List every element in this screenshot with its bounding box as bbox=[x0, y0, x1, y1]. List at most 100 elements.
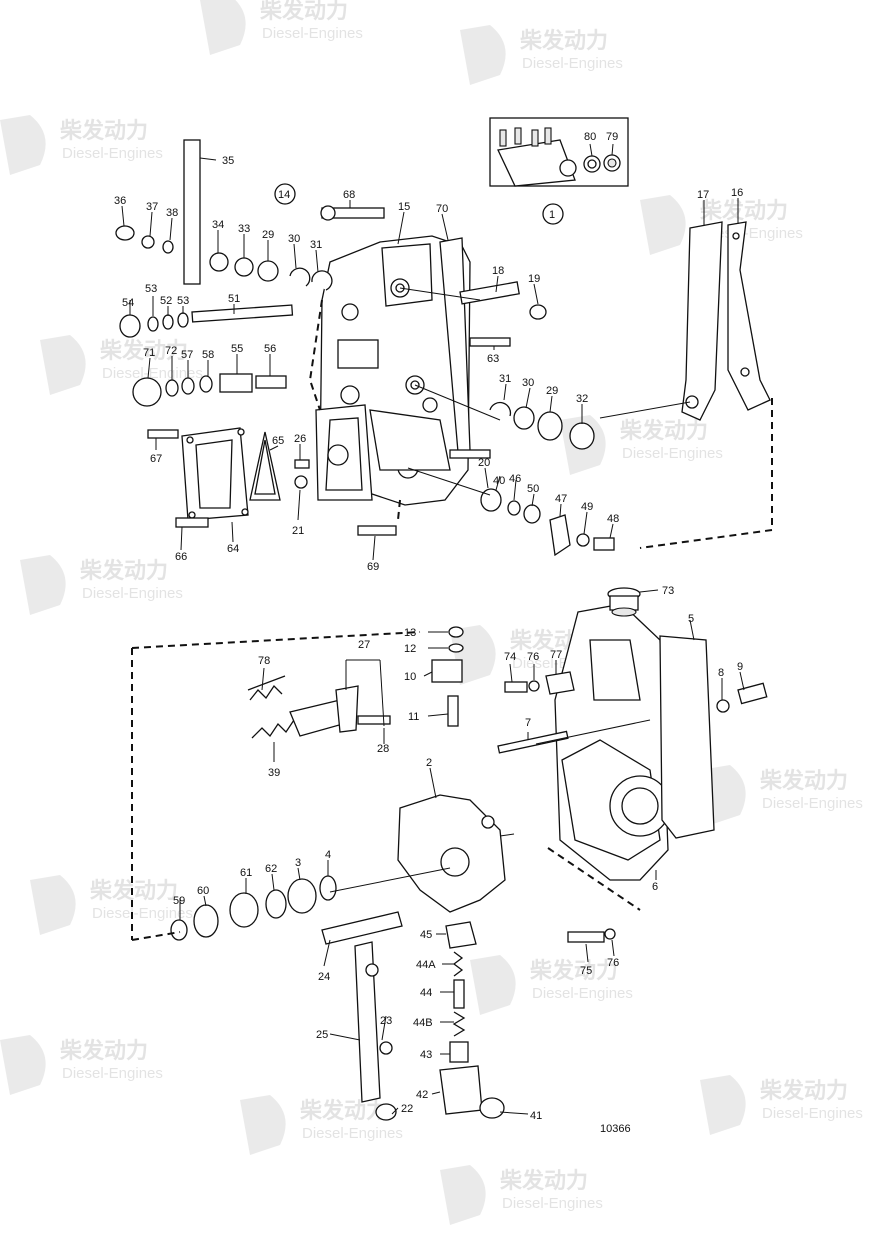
callout: 54 bbox=[122, 297, 134, 309]
governor-housing bbox=[554, 603, 671, 881]
callout: 60 bbox=[197, 885, 209, 897]
watermark-brand: 柴发动力 bbox=[99, 338, 188, 363]
svg-text:14: 14 bbox=[278, 189, 290, 201]
callout: 7 bbox=[525, 717, 531, 729]
callout: 27 bbox=[358, 639, 370, 651]
callout: 2 bbox=[426, 757, 432, 769]
callout: 5 bbox=[688, 613, 694, 625]
callout: 41 bbox=[530, 1110, 542, 1122]
watermark-brand: 柴发动力 bbox=[59, 1038, 148, 1063]
watermark-9: 柴发动力 Diesel-Engines bbox=[700, 765, 863, 825]
watermark-logo-icon bbox=[240, 1095, 286, 1155]
watermark-brand: 柴发动力 bbox=[59, 118, 148, 143]
callout: 48 bbox=[607, 513, 619, 525]
watermark-10: 柴发动力 Diesel-Engines bbox=[30, 875, 193, 935]
group-marker-1: 1 bbox=[542, 203, 564, 225]
callout: 70 bbox=[436, 203, 448, 215]
watermark-logo-icon bbox=[30, 875, 76, 935]
callout: 39 bbox=[268, 767, 280, 779]
callout: 61 bbox=[240, 867, 252, 879]
callout: 33 bbox=[238, 223, 250, 235]
watermark-brand: 柴发动力 bbox=[299, 1098, 388, 1123]
lever-assembly bbox=[681, 221, 771, 421]
callout-labels: 35 36 37 38 34 33 29 30 31 68 15 70 18 1… bbox=[114, 155, 743, 1122]
callout: 17 bbox=[697, 189, 709, 201]
watermark-13: 柴发动力 Diesel-Engines bbox=[240, 1095, 403, 1155]
callout: 28 bbox=[377, 743, 389, 755]
callout: 43 bbox=[420, 1049, 432, 1061]
watermark-logo-icon bbox=[470, 955, 516, 1015]
callout: 30 bbox=[288, 233, 300, 245]
callout: 55 bbox=[231, 343, 243, 355]
callout: 64 bbox=[227, 543, 239, 555]
watermark-brand-en: Diesel-Engines bbox=[62, 145, 163, 162]
watermark-brand-en: Diesel-Engines bbox=[522, 55, 623, 72]
watermark-brand-en: Diesel-Engines bbox=[62, 1065, 163, 1082]
watermark-brand-en: Diesel-Engines bbox=[702, 225, 803, 242]
watermark-12: 柴发动力 Diesel-Engines bbox=[0, 1035, 163, 1095]
watermark-1: 柴发动力 Diesel-Engines bbox=[200, 0, 363, 55]
callout: 44 bbox=[420, 987, 432, 999]
small-parts bbox=[115, 139, 615, 557]
callout: 32 bbox=[576, 393, 588, 405]
callout: 6 bbox=[652, 881, 658, 893]
callout: 29 bbox=[262, 229, 274, 241]
callout: 26 bbox=[294, 433, 306, 445]
callout: 36 bbox=[114, 195, 126, 207]
callout: 10 bbox=[404, 671, 416, 683]
drawing-reference-number: 10366 bbox=[600, 1123, 631, 1135]
watermark-logo-icon bbox=[440, 1165, 486, 1225]
watermark-brand-en: Diesel-Engines bbox=[622, 445, 723, 462]
callout: 8 bbox=[718, 667, 724, 679]
gasket bbox=[249, 431, 281, 501]
callout: 77 bbox=[550, 649, 562, 661]
callout: 35 bbox=[222, 155, 234, 167]
flyweight-carrier bbox=[397, 794, 506, 913]
callout: 12 bbox=[404, 643, 416, 655]
callout: 76 bbox=[527, 651, 539, 663]
watermark-brand: 柴发动力 bbox=[759, 1078, 848, 1103]
watermark-logo-icon bbox=[40, 335, 86, 395]
watermark-brand: 柴发动力 bbox=[759, 768, 848, 793]
inset-detail: 80 79 bbox=[489, 117, 629, 187]
callout: 45 bbox=[420, 929, 432, 941]
group-marker-14: 14 bbox=[274, 183, 296, 205]
callout: 25 bbox=[316, 1029, 328, 1041]
watermark-brand: 柴发动力 bbox=[619, 418, 708, 443]
svg-text:1: 1 bbox=[549, 209, 555, 221]
callout: 53 bbox=[145, 283, 157, 295]
housing-gasket bbox=[659, 635, 715, 839]
callout: 47 bbox=[555, 493, 567, 505]
callout: 57 bbox=[181, 349, 193, 361]
callout: 31 bbox=[499, 373, 511, 385]
callout: 9 bbox=[737, 661, 743, 673]
callout: 3 bbox=[295, 857, 301, 869]
callout: 49 bbox=[581, 501, 593, 513]
callout: 44A bbox=[416, 959, 436, 971]
callout: 42 bbox=[416, 1089, 428, 1101]
watermark-brand-en: Diesel-Engines bbox=[82, 585, 183, 602]
lower-parts bbox=[170, 626, 768, 1121]
watermark-brand-en: Diesel-Engines bbox=[262, 25, 363, 42]
watermark-2: 柴发动力 Diesel-Engines bbox=[460, 25, 623, 85]
callout: 15 bbox=[398, 201, 410, 213]
callout: 30 bbox=[522, 377, 534, 389]
callout: 16 bbox=[731, 187, 743, 199]
watermark-brand: 柴发动力 bbox=[89, 878, 178, 903]
watermark-layer: 柴发动力 Diesel-Engines 柴发动力 Diesel-Engines … bbox=[0, 0, 863, 1225]
callout: 68 bbox=[343, 189, 355, 201]
callout: 13 bbox=[404, 627, 416, 639]
watermark-15: 柴发动力 Diesel-Engines bbox=[440, 1165, 603, 1225]
inset-label-80: 80 bbox=[584, 131, 596, 143]
callout: 18 bbox=[492, 265, 504, 277]
callout: 53 bbox=[177, 295, 189, 307]
watermark-logo-icon bbox=[640, 195, 686, 255]
callout: 58 bbox=[202, 349, 214, 361]
watermark-3: 柴发动力 Diesel-Engines bbox=[0, 115, 163, 175]
inspection-cover bbox=[315, 404, 373, 501]
watermark-11: 柴发动力 Diesel-Engines bbox=[470, 955, 633, 1015]
boundary-lines bbox=[131, 299, 773, 941]
watermark-brand-en: Diesel-Engines bbox=[762, 795, 863, 812]
callout: 62 bbox=[265, 863, 277, 875]
